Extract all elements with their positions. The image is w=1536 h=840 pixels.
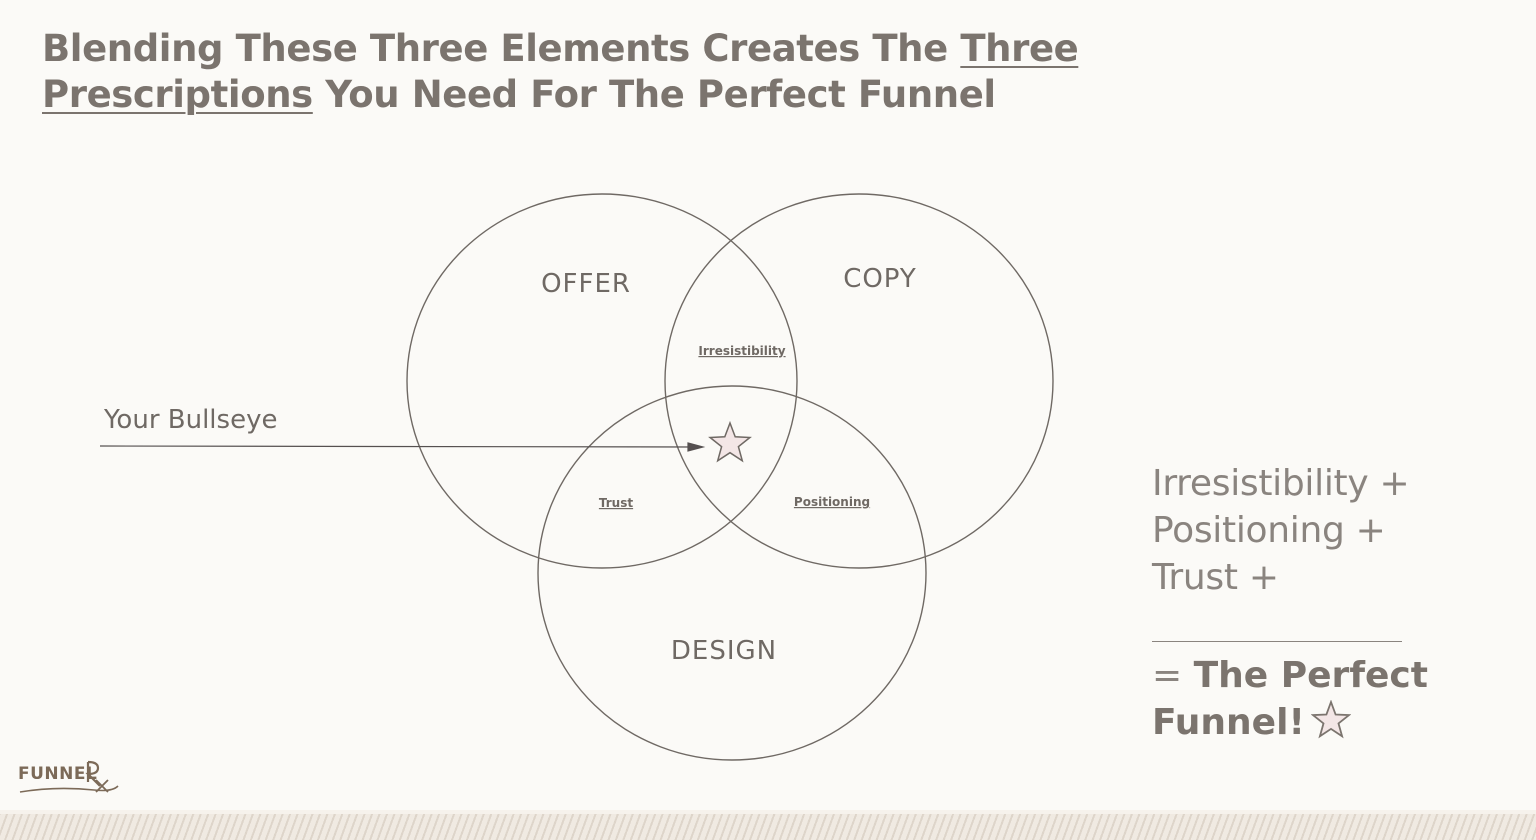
star-icon (708, 420, 752, 463)
bullseye-arrow (99, 445, 695, 448)
title-part-1: Blending These Three Elements Creates Th… (42, 27, 961, 70)
copy-circle (664, 193, 1054, 569)
arrow-head (687, 442, 706, 452)
formula-divider (1152, 641, 1402, 642)
offer-circle (406, 193, 798, 569)
logo-rx-mark (19, 760, 119, 793)
formula-term-positioning: Positioning + (1152, 510, 1386, 551)
bullseye-label: Your Bullseye (103, 405, 277, 435)
formula: Irresistibility + Positioning + Trust + … (1152, 460, 1532, 746)
irresistibility-label: Irresistibility (698, 344, 785, 358)
result-line-2: Funnel! (1152, 702, 1305, 743)
formula-result-2: Funnel! (1152, 699, 1532, 746)
design-circle (537, 385, 927, 761)
positioning-label: Positioning (794, 495, 870, 509)
logo-word: FUNNEL (18, 764, 98, 784)
copy-label: COPY (843, 264, 917, 294)
design-label: DESIGN (671, 636, 777, 666)
result-star-icon (1310, 700, 1351, 739)
offer-label: OFFER (541, 269, 631, 299)
equals-sign: = (1152, 655, 1183, 696)
funnel-rx-logo: FUNNEL (16, 756, 126, 800)
formula-result: = The Perfect (1152, 652, 1532, 699)
formula-term-trust: Trust + (1152, 557, 1279, 598)
formula-term-irresistibility: Irresistibility + (1152, 463, 1410, 504)
decorative-border (0, 810, 1536, 840)
result-line-1: The Perfect (1193, 655, 1428, 696)
title-part-2: You Need For The Perfect Funnel (312, 73, 996, 116)
trust-label: Trust (599, 496, 633, 510)
title-highlight: Three Prescriptions (42, 27, 1079, 116)
slide-title: Blending These Three Elements Creates Th… (42, 26, 1122, 118)
